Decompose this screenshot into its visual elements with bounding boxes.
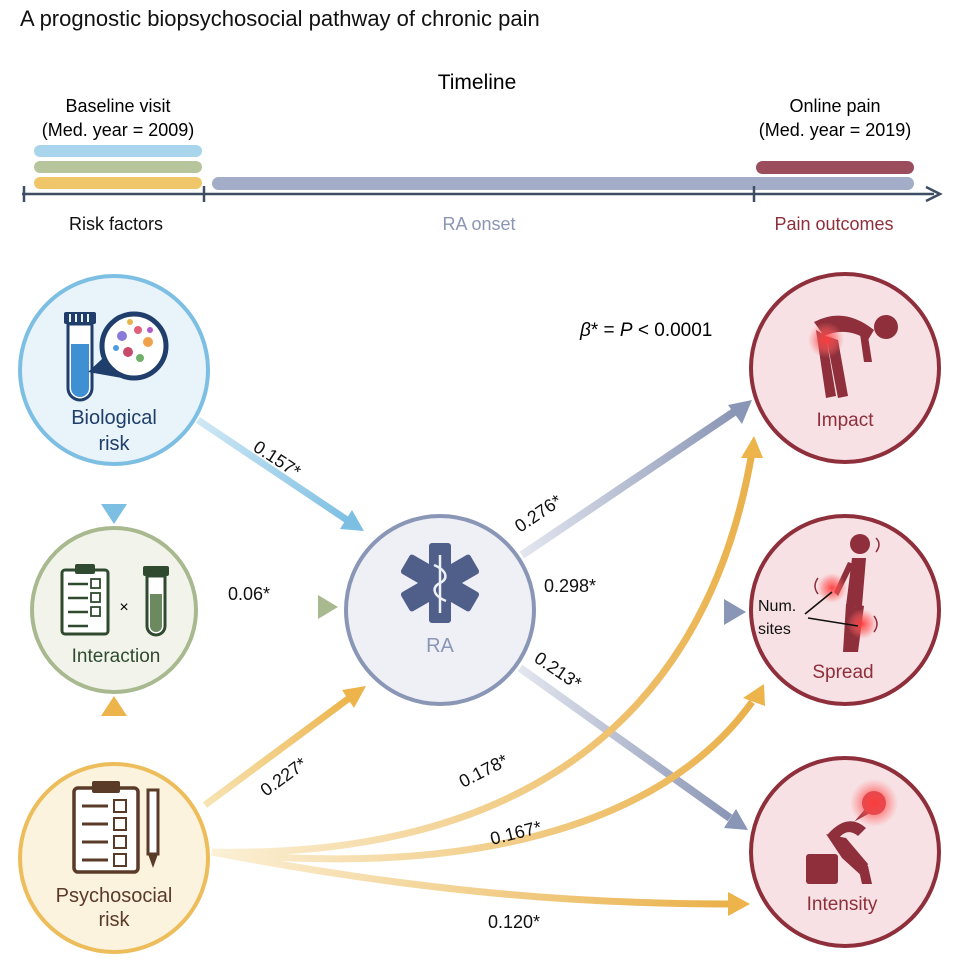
pain-outcomes-label: Pain outcomes xyxy=(774,214,893,234)
ra-to-intensity-arrowhead xyxy=(724,809,748,830)
bent-over-person-icon xyxy=(808,315,898,398)
questionnaire-clipboard-icon xyxy=(72,781,140,874)
psych-to-ra-arrow xyxy=(202,693,355,808)
legend-equals: * = xyxy=(591,320,620,341)
psychosocial-risk-label-line2: risk xyxy=(98,909,130,931)
ra-node: RA xyxy=(344,514,536,706)
risk-bar-interaction xyxy=(34,161,202,173)
impact-circle xyxy=(749,272,941,464)
significance-legend: β* = P < 0.0001 xyxy=(579,320,712,341)
sitting-person-headache-icon xyxy=(806,779,898,884)
coef-ra-to-intensity: 0.213* xyxy=(531,648,585,694)
ra-to-spread-arrowhead xyxy=(724,599,746,625)
biological-risk-label-line2: risk xyxy=(98,433,130,455)
risk-bar-psychosocial xyxy=(34,177,202,189)
interaction-circle xyxy=(30,526,198,694)
multiply-icon: × xyxy=(119,599,128,616)
psych-to-interaction-arrowhead xyxy=(101,696,127,716)
num-sites-label-line2: sites xyxy=(758,621,791,638)
blood-tube-icon xyxy=(64,312,96,402)
spread-node: Num. sites Spread xyxy=(749,514,941,706)
psych-to-intensity-arrow xyxy=(211,848,731,908)
coef-psych-to-intensity: 0.120* xyxy=(488,912,540,932)
psych-to-impact-arrowhead xyxy=(741,436,763,458)
interaction-label: Interaction xyxy=(72,646,161,667)
ra-onset-label: RA onset xyxy=(442,214,515,234)
ra-onset-bar xyxy=(212,177,914,190)
path-arrows xyxy=(101,400,765,916)
legend-threshold: < 0.0001 xyxy=(633,320,713,341)
pain-outcome-bar xyxy=(756,161,914,174)
spread-circle xyxy=(749,514,941,706)
intensity-node: Intensity xyxy=(749,756,941,948)
ra-to-impact-arrowhead xyxy=(728,400,752,424)
psych-to-intensity-arrowhead xyxy=(728,892,750,916)
psychosocial-risk-node: Psychosocial risk xyxy=(18,762,210,954)
psych-to-spread-arrowhead xyxy=(743,684,765,706)
coef-ra-to-spread: 0.298* xyxy=(544,576,596,596)
psych-to-spread-arrow xyxy=(211,699,755,863)
star-of-life-icon xyxy=(400,543,480,623)
coef-psych-to-impact: 0.178* xyxy=(456,750,511,791)
ra-label: RA xyxy=(426,635,454,657)
interaction-to-ra-arrowhead xyxy=(318,595,338,619)
baseline-visit-label: Baseline visit xyxy=(65,96,170,116)
bio-to-interaction-arrowhead xyxy=(101,504,127,524)
timeline-arrowhead xyxy=(925,185,943,203)
num-sites-pointer xyxy=(807,617,859,627)
risk-bar-biological xyxy=(34,145,202,157)
figure-title: A prognostic biopsychosocial pathway of … xyxy=(20,6,540,31)
biological-risk-node: Biological risk xyxy=(18,274,210,466)
pencil-icon xyxy=(146,788,160,868)
num-sites-label-line1: Num. xyxy=(758,598,796,615)
online-year-label: (Med. year = 2019) xyxy=(759,120,912,140)
clipboard-icon xyxy=(60,564,110,636)
standing-person-pain-icon xyxy=(814,534,880,652)
coef-interaction-to-ra: 0.06* xyxy=(228,584,270,604)
baseline-year-label: (Med. year = 2009) xyxy=(42,120,195,140)
interaction-node: × Interaction xyxy=(30,526,198,694)
online-pain-label: Online pain xyxy=(789,96,880,116)
psych-to-impact-arrow xyxy=(211,451,756,856)
test-tube-icon xyxy=(143,566,169,637)
timeline: Timeline Baseline visit (Med. year = 200… xyxy=(22,71,943,234)
psych-to-ra-arrowhead xyxy=(342,686,366,708)
ra-to-intensity-arrow xyxy=(517,664,733,822)
bio-to-ra-arrowhead xyxy=(340,510,364,531)
num-sites-pointer xyxy=(804,591,833,615)
biological-risk-label-line1: Biological xyxy=(71,407,157,429)
legend-p: P xyxy=(620,320,633,341)
impact-node: Impact xyxy=(749,272,941,464)
impact-label: Impact xyxy=(816,410,874,431)
bio-to-ra-arrow xyxy=(196,417,352,525)
spread-label: Spread xyxy=(812,662,873,683)
microscope-magnifier-icon xyxy=(88,311,169,381)
risk-factors-label: Risk factors xyxy=(69,214,163,234)
ra-to-impact-arrow xyxy=(519,408,737,559)
psychosocial-risk-label-line1: Psychosocial xyxy=(56,885,173,907)
timeline-label: Timeline xyxy=(438,71,517,94)
intensity-label: Intensity xyxy=(807,894,878,915)
beta-symbol: β xyxy=(579,320,591,341)
